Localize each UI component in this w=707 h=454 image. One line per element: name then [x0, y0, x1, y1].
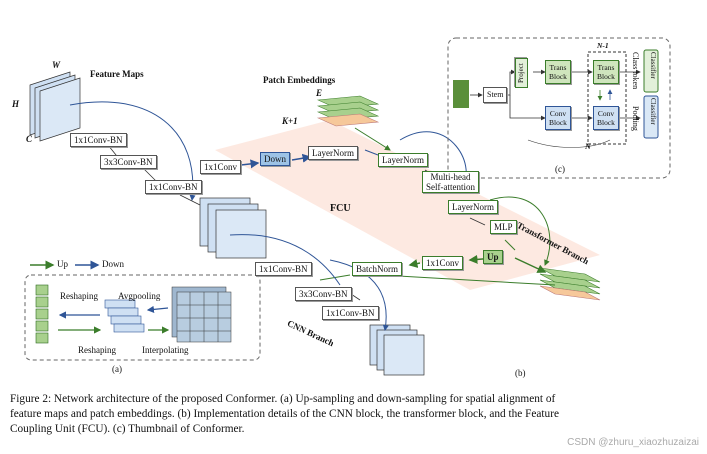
- block-mhsa-line2: Self-attention: [426, 182, 475, 192]
- inset-a-mid-tokens: [104, 299, 145, 333]
- inset-c-trans-1-line1: Trans: [549, 63, 567, 72]
- inset-c-conv-1-line1: Conv: [549, 109, 567, 118]
- block-up: Up: [483, 250, 503, 264]
- label-sub-b: (b): [515, 368, 526, 378]
- classifier-bot-box: [643, 95, 659, 139]
- block-mlp: MLP: [490, 220, 517, 234]
- feature-maps-mid: [199, 197, 267, 259]
- label-avgpooling: Avgpooling: [118, 291, 161, 301]
- label-c: C: [26, 134, 33, 144]
- block-layernorm2: LayerNorm: [448, 200, 498, 214]
- block-batchnorm: BatchNorm: [352, 262, 402, 276]
- block-fcu-conv-down: 1x1Conv: [200, 160, 242, 174]
- label-feature-maps: Feature Maps: [90, 69, 144, 79]
- label-fcu: FCU: [330, 203, 351, 214]
- label-reshaping-bot: Reshaping: [78, 345, 116, 355]
- caption-line-3: Coupling Unit (FCU). (c) Thumbnail of Co…: [10, 423, 245, 435]
- block-conv1-top2: 1x1Conv-BN: [145, 180, 202, 194]
- label-sub-a: (a): [112, 364, 122, 374]
- inset-c-frame: [447, 37, 671, 179]
- inset-c-conv-1-line2: Block: [549, 118, 567, 127]
- block-conv1-bot2: 1x1Conv-BN: [322, 306, 379, 320]
- block-conv1-bot: 1x1Conv-BN: [255, 262, 312, 276]
- inset-c-class-token: Class token: [631, 52, 640, 90]
- inset-a-right-grid: [171, 286, 232, 343]
- input-image: [453, 80, 469, 108]
- inset-a-left-tokens: [35, 284, 49, 344]
- caption-line-2: feature maps and patch embeddings. (b) I…: [10, 408, 559, 420]
- inset-c-trans-1-line2: Block: [549, 72, 567, 81]
- label-reshaping-top: Reshaping: [60, 291, 98, 301]
- block-conv1-top: 1x1Conv-BN: [70, 133, 127, 147]
- label-w: W: [52, 60, 61, 70]
- block-layernorm-fcu: LayerNorm: [308, 146, 358, 160]
- label-interpolating: Interpolating: [142, 345, 189, 355]
- block-conv3-top: 3x3Conv-BN: [100, 155, 157, 169]
- inset-c-n: N: [585, 142, 591, 151]
- feature-maps-bottom: [369, 324, 425, 376]
- caption-line-1: Figure 2: Network architecture of the pr…: [10, 393, 556, 405]
- watermark: CSDN @zhuru_xiaozhuzaizai: [567, 437, 699, 448]
- inset-c-project: Project: [515, 58, 528, 88]
- inset-c-n-minus-1: N-1: [597, 41, 609, 50]
- label-sub-c: (c): [555, 164, 565, 174]
- feature-maps-top: [29, 71, 81, 142]
- label-k1: K+1: [282, 116, 298, 126]
- inset-c-conv-2-line2: Block: [597, 118, 615, 127]
- inset-c-conv-2-line1: Conv: [597, 109, 615, 118]
- block-mhsa: Multi-head Self-attention: [422, 171, 479, 193]
- inset-c-conv-block-1: Conv Block: [545, 106, 571, 130]
- patch-embeddings-bottom: [539, 267, 601, 301]
- block-conv3-bot: 3x3Conv-BN: [295, 287, 352, 301]
- legend-down: Down: [102, 259, 124, 269]
- figure-caption: Figure 2: Network architecture of the pr…: [10, 392, 700, 437]
- inset-c-trans-2-line2: Block: [597, 72, 615, 81]
- inset-c-pooling: Pooling: [631, 106, 640, 131]
- inset-c-trans-2-line1: Trans: [597, 63, 615, 72]
- patch-embeddings-top: [316, 95, 380, 127]
- legend-up: Up: [57, 259, 68, 269]
- inset-c-trans-block-2: Trans Block: [593, 60, 619, 84]
- inset-c-classifier-top: Classifier: [649, 52, 657, 79]
- inset-c-conv-block-2: Conv Block: [593, 106, 619, 130]
- inset-c-trans-block-1: Trans Block: [545, 60, 571, 84]
- block-mhsa-line1: Multi-head: [430, 172, 471, 182]
- block-layernorm1: LayerNorm: [378, 153, 428, 167]
- label-e: E: [316, 88, 323, 98]
- block-fcu-conv-up: 1x1Conv: [422, 256, 464, 270]
- inset-c-stem: Stem: [483, 87, 508, 103]
- label-patch-embeddings: Patch Embeddings: [263, 75, 336, 85]
- inset-a-frame: [24, 274, 261, 361]
- block-down: Down: [260, 152, 290, 166]
- label-h: H: [12, 99, 20, 109]
- classifier-top-box: [643, 49, 659, 93]
- inset-c-classifier-bot: Classifier: [649, 98, 657, 125]
